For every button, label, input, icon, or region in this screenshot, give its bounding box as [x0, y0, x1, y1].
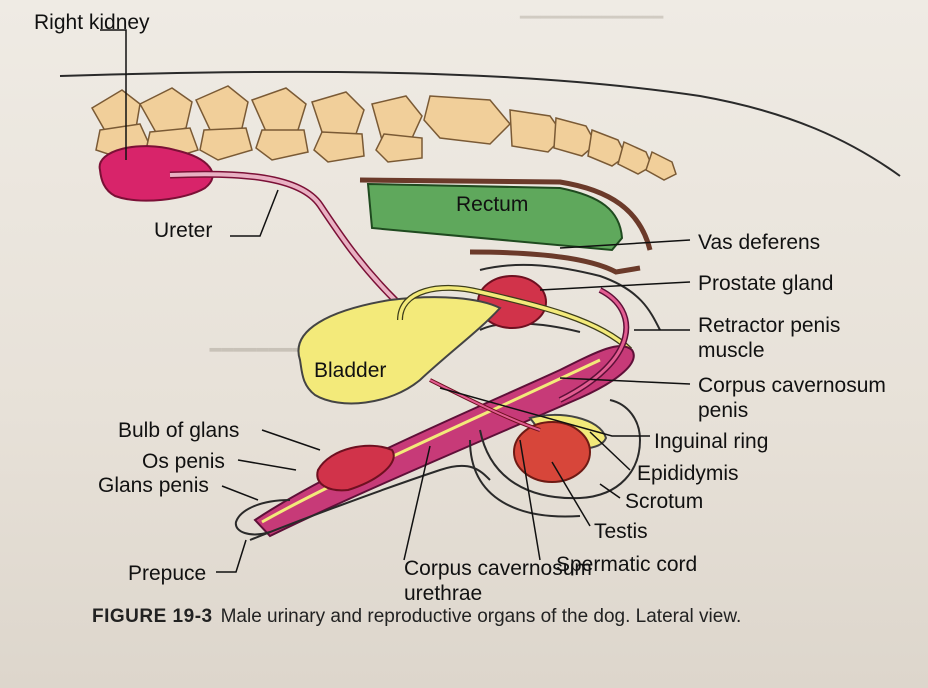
spermatic-cord-inner [429, 379, 541, 431]
leader-right-kidney [100, 29, 127, 160]
leader-corpus-cavernosum-urethrae [403, 445, 431, 561]
right-kidney [98, 145, 214, 202]
figure-caption: FIGURE 19-3 Male urinary and reproductive… [92, 606, 741, 628]
urethra [261, 358, 601, 524]
bulb-of-glans [316, 444, 395, 492]
leader-bulb-of-glans [261, 429, 321, 451]
retractor-penis-muscle [559, 288, 628, 402]
leader-scrotum [599, 483, 621, 499]
leader-prostate [539, 281, 691, 291]
label-right-kidney: Right kidney [34, 11, 150, 34]
body-outline [59, 70, 901, 177]
body-wall-outline [469, 439, 581, 518]
label-prepuce: Prepuce [128, 562, 207, 585]
label-bladder: Bladder [314, 359, 387, 382]
label-os-penis: Os penis [142, 450, 225, 473]
label-ureter: Ureter [154, 219, 213, 242]
scrotum-outline [479, 399, 642, 500]
background-heading: ━━━━━━━━━ [210, 340, 317, 360]
leader-corpus-cavernosum-penis [559, 377, 691, 385]
label-rectum: Rectum [456, 193, 529, 216]
leader-epididymis [589, 431, 631, 471]
label-glans-penis: Glans penis [98, 474, 209, 497]
label-testis: Testis [594, 520, 648, 543]
label-bulb-of-glans: Bulb of glans [118, 419, 240, 442]
leader-prepuce [216, 539, 247, 573]
label-epididymis: Epididymis [637, 462, 739, 485]
leader-glans-penis [221, 485, 259, 501]
background-text: ━━━━━━━━━━━━━━ [520, 8, 664, 27]
leader-testis [551, 461, 591, 527]
label-corpus-cavernosum-penis: Corpus cavernosum penis [698, 374, 886, 422]
leader-os-penis [237, 459, 297, 471]
label-vas-deferens: Vas deferens [698, 231, 821, 254]
glans-penis-outline [234, 499, 291, 536]
pelvis-outline [479, 263, 661, 331]
rectum-wall-bottom [469, 249, 641, 275]
label-retractor-penis-muscle: Retractor penis muscle [698, 314, 841, 362]
rectum-wall-top [359, 177, 653, 251]
label-scrotum: Scrotum [625, 490, 704, 513]
leader-lines [100, 29, 691, 573]
testis [513, 421, 591, 483]
caption-text: Male urinary and reproductive organs of … [220, 606, 742, 627]
label-corpus-cavernosum-urethrae: Corpus cavernosum urethrae [404, 557, 592, 605]
label-prostate-gland: Prostate gland [698, 272, 834, 295]
figure-number: FIGURE 19-3 [92, 606, 213, 627]
leader-vas-deferens [559, 239, 691, 249]
leader-ureter [230, 189, 279, 237]
leader-spermatic-cord [519, 439, 541, 561]
label-spermatic-cord: Spermatic cord [556, 553, 698, 576]
vas-deferens [398, 286, 632, 352]
rectum [366, 182, 624, 252]
label-inguinal-ring: Inguinal ring [654, 430, 769, 453]
leader-inguinal-ring [439, 387, 650, 437]
bladder [297, 296, 502, 405]
